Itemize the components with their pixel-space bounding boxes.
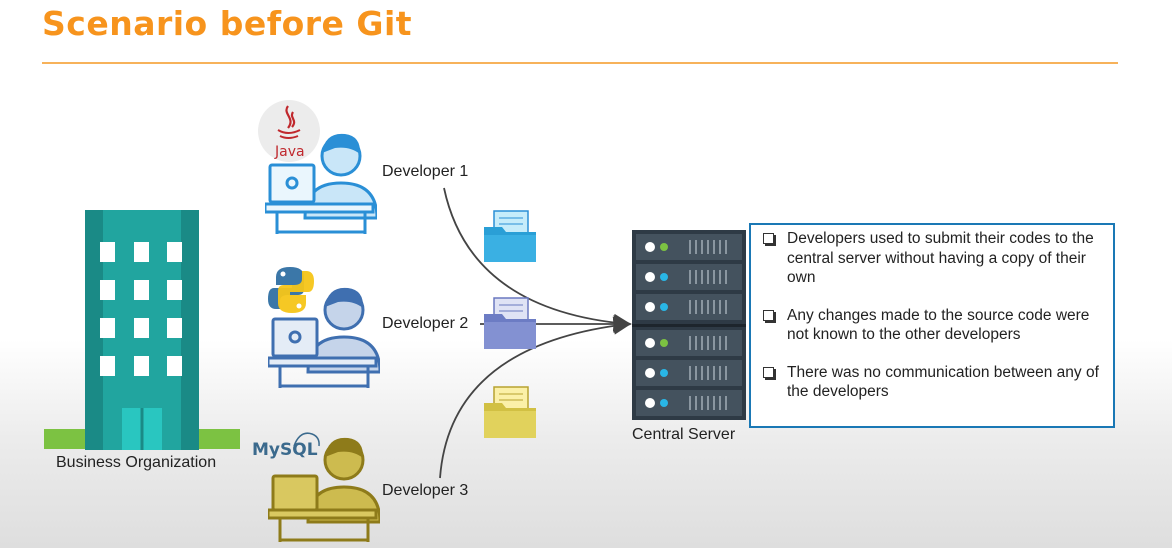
slide-title: Scenario before Git (42, 4, 413, 43)
checkbox-bullet-icon (763, 366, 774, 378)
developer-1-label: Developer 1 (382, 163, 469, 180)
arrow-developer-1 (443, 187, 632, 332)
developer-2-icon (268, 287, 380, 388)
arrow-developer-3 (439, 316, 632, 479)
java-logo-text: Java (275, 144, 305, 160)
notes-box: Developers used to submit their codes to… (749, 223, 1115, 428)
title-divider (42, 62, 1118, 64)
mysql-logo-text: MySQL (252, 440, 318, 460)
folder-icon (484, 386, 536, 438)
developer-3-icon (268, 437, 380, 542)
note-text: There was no communication between any o… (787, 363, 1099, 401)
central-server-label: Central Server (632, 426, 736, 443)
server-icon (632, 230, 746, 420)
java-logo-icon: Java (258, 100, 320, 162)
folder-icon (484, 210, 536, 262)
folder-icon (484, 297, 536, 349)
building-icon (44, 210, 240, 450)
mysql-logo-icon: MySQL (252, 440, 318, 460)
mysql-dolphin-icon (293, 432, 320, 447)
business-organization-label: Business Organization (56, 454, 217, 471)
developer-2-label: Developer 2 (382, 315, 469, 332)
developer-3-label: Developer 3 (382, 482, 469, 499)
note-item: Any changes made to the source code were… (763, 306, 1103, 345)
developer-1-icon (265, 133, 377, 234)
checkbox-bullet-icon (763, 233, 774, 244)
checkbox-bullet-icon (763, 309, 774, 321)
note-text: Developers used to submit their codes to… (787, 230, 1094, 286)
python-logo-icon (268, 267, 314, 313)
note-text: Any changes made to the source code were… (787, 306, 1090, 344)
note-item: There was no communication between any o… (763, 363, 1103, 402)
note-item: Developers used to submit their codes to… (763, 229, 1103, 288)
